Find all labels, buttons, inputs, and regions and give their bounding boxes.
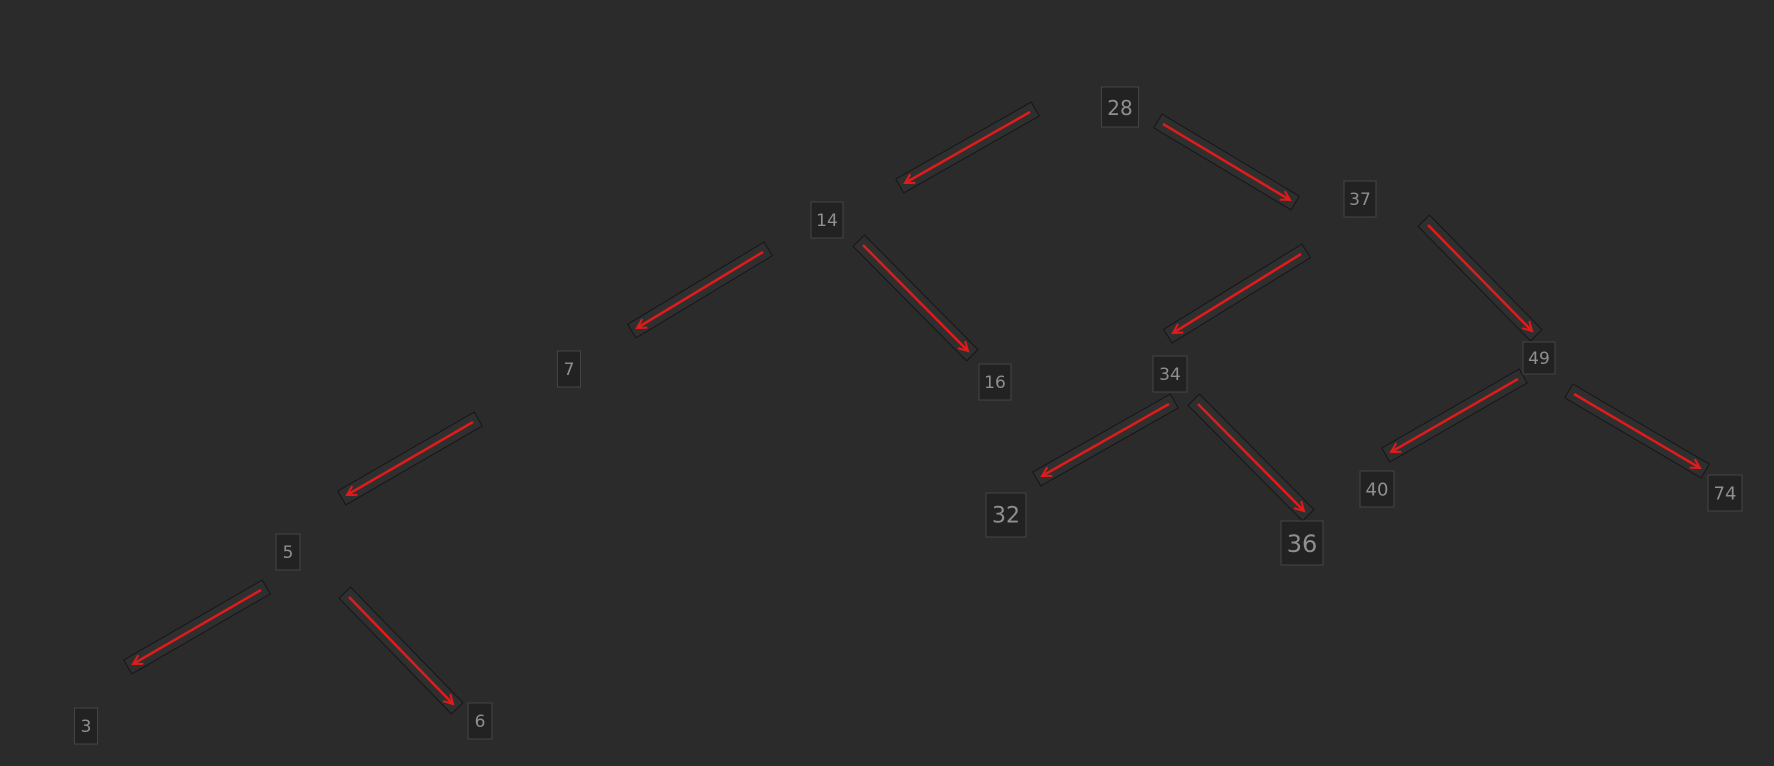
edge-arrow-line <box>862 244 968 351</box>
node-label: 3 <box>81 717 92 737</box>
edge-arrow-line <box>1042 402 1170 478</box>
edge-arrow-n28-n37 <box>1153 113 1300 211</box>
node-box <box>1522 341 1556 375</box>
node-label: 7 <box>564 360 575 380</box>
node-label: 36 <box>1287 530 1318 558</box>
edge-arrow-n7-n5 <box>337 411 483 506</box>
tree-node-5: 5 <box>275 533 301 571</box>
node-box <box>810 201 844 239</box>
node-label: 74 <box>1714 484 1737 505</box>
edge-arrow-n37-n34 <box>1163 243 1311 344</box>
tree-node-40: 40 <box>1359 470 1395 508</box>
node-box <box>1707 474 1743 512</box>
node-label: 28 <box>1107 96 1132 120</box>
node-box <box>1101 86 1139 128</box>
node-label: 5 <box>283 543 294 563</box>
node-box <box>978 363 1012 401</box>
edges-layer <box>123 101 1710 715</box>
node-box <box>74 707 98 745</box>
edge-arrow-line <box>1197 403 1304 511</box>
edge-arrow-n28-n14 <box>895 101 1040 194</box>
node-box <box>985 492 1027 538</box>
node-box <box>1152 355 1188 393</box>
tree-node-36: 36 <box>1280 520 1324 566</box>
edge-arrow-n5-n6 <box>338 586 464 715</box>
node-label: 6 <box>475 712 486 732</box>
edge-arrow-line <box>637 250 764 330</box>
edge-arrow-n34-n36 <box>1187 393 1315 522</box>
edge-arrow-line <box>1173 252 1302 333</box>
edge-arrow-line <box>1427 224 1532 331</box>
edge-arrow-n49-n40 <box>1381 368 1528 463</box>
tree-node-16: 16 <box>978 363 1012 401</box>
edge-arrow-line <box>347 420 474 497</box>
node-label: 14 <box>816 211 838 231</box>
tree-node-37: 37 <box>1343 180 1377 218</box>
edge-arrow-n5-n3 <box>123 579 271 675</box>
node-label: 49 <box>1528 349 1550 369</box>
tree-node-74: 74 <box>1707 474 1743 512</box>
edge-arrow-n14-n7 <box>627 241 773 339</box>
node-label: 32 <box>992 504 1020 529</box>
edge-arrow-line <box>1162 122 1290 202</box>
edge-arrow-n14-n16 <box>852 234 979 362</box>
tree-node-32: 32 <box>985 492 1027 538</box>
tree-node-49: 49 <box>1522 341 1556 375</box>
node-box <box>275 533 301 571</box>
edge-arrow-line <box>348 596 453 704</box>
edge-arrow-n49-n74 <box>1564 383 1710 479</box>
tree-node-28: 28 <box>1101 86 1139 128</box>
tree-node-3: 3 <box>74 707 98 745</box>
node-label: 40 <box>1366 480 1389 501</box>
node-box <box>557 350 581 388</box>
tree-node-7: 7 <box>557 350 581 388</box>
tree-node-14: 14 <box>810 201 844 239</box>
tree-node-6: 6 <box>467 702 493 740</box>
edge-arrow-n37-n49 <box>1417 214 1543 342</box>
edge-arrow-n34-n32 <box>1032 393 1179 487</box>
edge-arrow-line <box>1573 392 1700 470</box>
node-label: 16 <box>984 373 1006 393</box>
node-box <box>1280 520 1324 566</box>
node-label: 34 <box>1159 365 1181 385</box>
edge-arrow-line <box>905 110 1031 185</box>
node-box <box>467 702 493 740</box>
edge-arrow-line <box>133 588 262 666</box>
edge-arrow-line <box>1391 377 1519 454</box>
node-box <box>1343 180 1377 218</box>
node-label: 37 <box>1349 190 1371 210</box>
node-box <box>1359 470 1395 508</box>
tree-node-34: 34 <box>1152 355 1188 393</box>
